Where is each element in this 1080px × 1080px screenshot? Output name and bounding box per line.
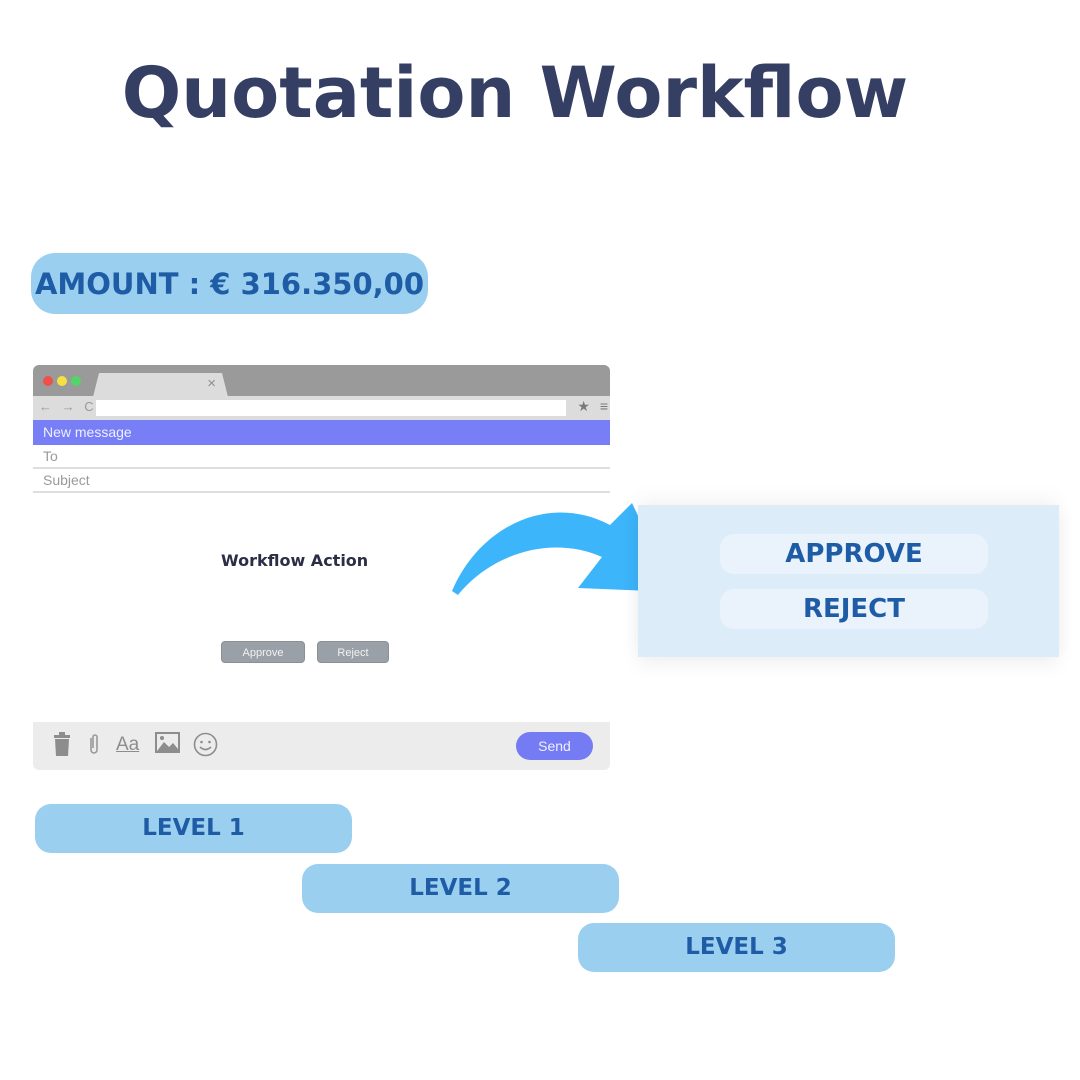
to-field[interactable]: To bbox=[33, 445, 610, 469]
level-3-badge: LEVEL 3 bbox=[578, 923, 895, 972]
level-2-badge: LEVEL 2 bbox=[302, 864, 619, 913]
window-close-dot-icon[interactable] bbox=[43, 376, 53, 386]
star-icon[interactable]: ★ bbox=[577, 398, 590, 414]
window-maximize-dot-icon[interactable] bbox=[71, 376, 81, 386]
address-bar[interactable] bbox=[96, 400, 566, 416]
browser-titlebar: × bbox=[33, 365, 610, 397]
browser-tab[interactable]: × bbox=[93, 373, 228, 397]
emoji-icon[interactable] bbox=[193, 732, 218, 763]
amount-badge: AMOUNT : € 316.350,00 bbox=[31, 253, 428, 314]
nav-arrows-reload-icon[interactable]: ← → C bbox=[39, 399, 97, 414]
workflow-action-heading: Workflow Action bbox=[221, 551, 369, 570]
send-button[interactable]: Send bbox=[516, 732, 593, 760]
image-icon[interactable] bbox=[155, 732, 180, 759]
trash-icon[interactable] bbox=[53, 732, 71, 762]
new-message-header: New message bbox=[33, 420, 610, 445]
window-minimize-dot-icon[interactable] bbox=[57, 376, 67, 386]
approve-button[interactable]: APPROVE bbox=[720, 534, 988, 574]
email-client-mock: × ← → C ★ ≡ New message To Subject Workf… bbox=[33, 365, 610, 770]
subject-field[interactable]: Subject bbox=[33, 469, 610, 493]
menu-icon[interactable]: ≡ bbox=[599, 398, 608, 414]
compose-toolbar: Aa Send bbox=[33, 722, 610, 770]
page-title: Quotation Workflow bbox=[121, 52, 909, 134]
font-format-icon[interactable]: Aa bbox=[116, 734, 140, 755]
level-1-badge: LEVEL 1 bbox=[35, 804, 352, 853]
reject-button[interactable]: REJECT bbox=[720, 589, 988, 629]
curved-arrow-icon bbox=[452, 503, 674, 595]
email-approve-button[interactable]: Approve bbox=[221, 641, 305, 663]
email-reject-button[interactable]: Reject bbox=[317, 641, 389, 663]
tab-close-icon[interactable]: × bbox=[207, 375, 216, 392]
browser-toolbar: ← → C ★ ≡ bbox=[33, 396, 610, 420]
workflow-action-panel: APPROVE REJECT bbox=[638, 505, 1059, 657]
paperclip-icon[interactable] bbox=[87, 732, 101, 762]
